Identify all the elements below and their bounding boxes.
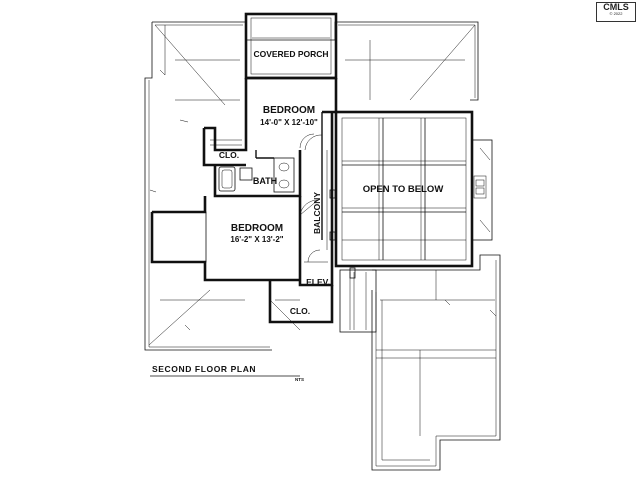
open-to-below [334,110,493,268]
lower-bedroom-dims: 16'-2" X 13'-2" [230,235,283,244]
covered-porch [244,12,338,80]
plan-scale-note: NTS [295,377,304,382]
bath [213,150,302,198]
upper-bedroom-dims: 14'-0" X 12'-10" [260,118,318,127]
elevator-stair [268,248,377,333]
balcony [304,112,336,270]
covered-porch-label: COVERED PORCH [253,49,328,59]
open-to-below-label: OPEN TO BELOW [363,184,444,195]
lower-bedroom [150,196,319,282]
upper-bedroom-name: BEDROOM [263,105,315,116]
closet-lower-label: CLO. [290,306,310,316]
watermark-sub: © 2022 [609,11,623,16]
roof-outline [144,21,479,351]
cmls-watermark-logo: CMLS © 2022 [596,2,636,22]
closet-upper [202,128,246,167]
plan-title: SECOND FLOOR PLAN [152,364,256,374]
lower-bedroom-name: BEDROOM [231,223,283,234]
closet-upper-label: CLO. [219,150,239,160]
lower-roof [371,254,501,471]
balcony-label: BALCONY [312,192,322,234]
bath-label: BATH [253,176,277,186]
elevator-label: ELEV. [306,277,330,287]
watermark-text: CMLS [603,2,629,12]
